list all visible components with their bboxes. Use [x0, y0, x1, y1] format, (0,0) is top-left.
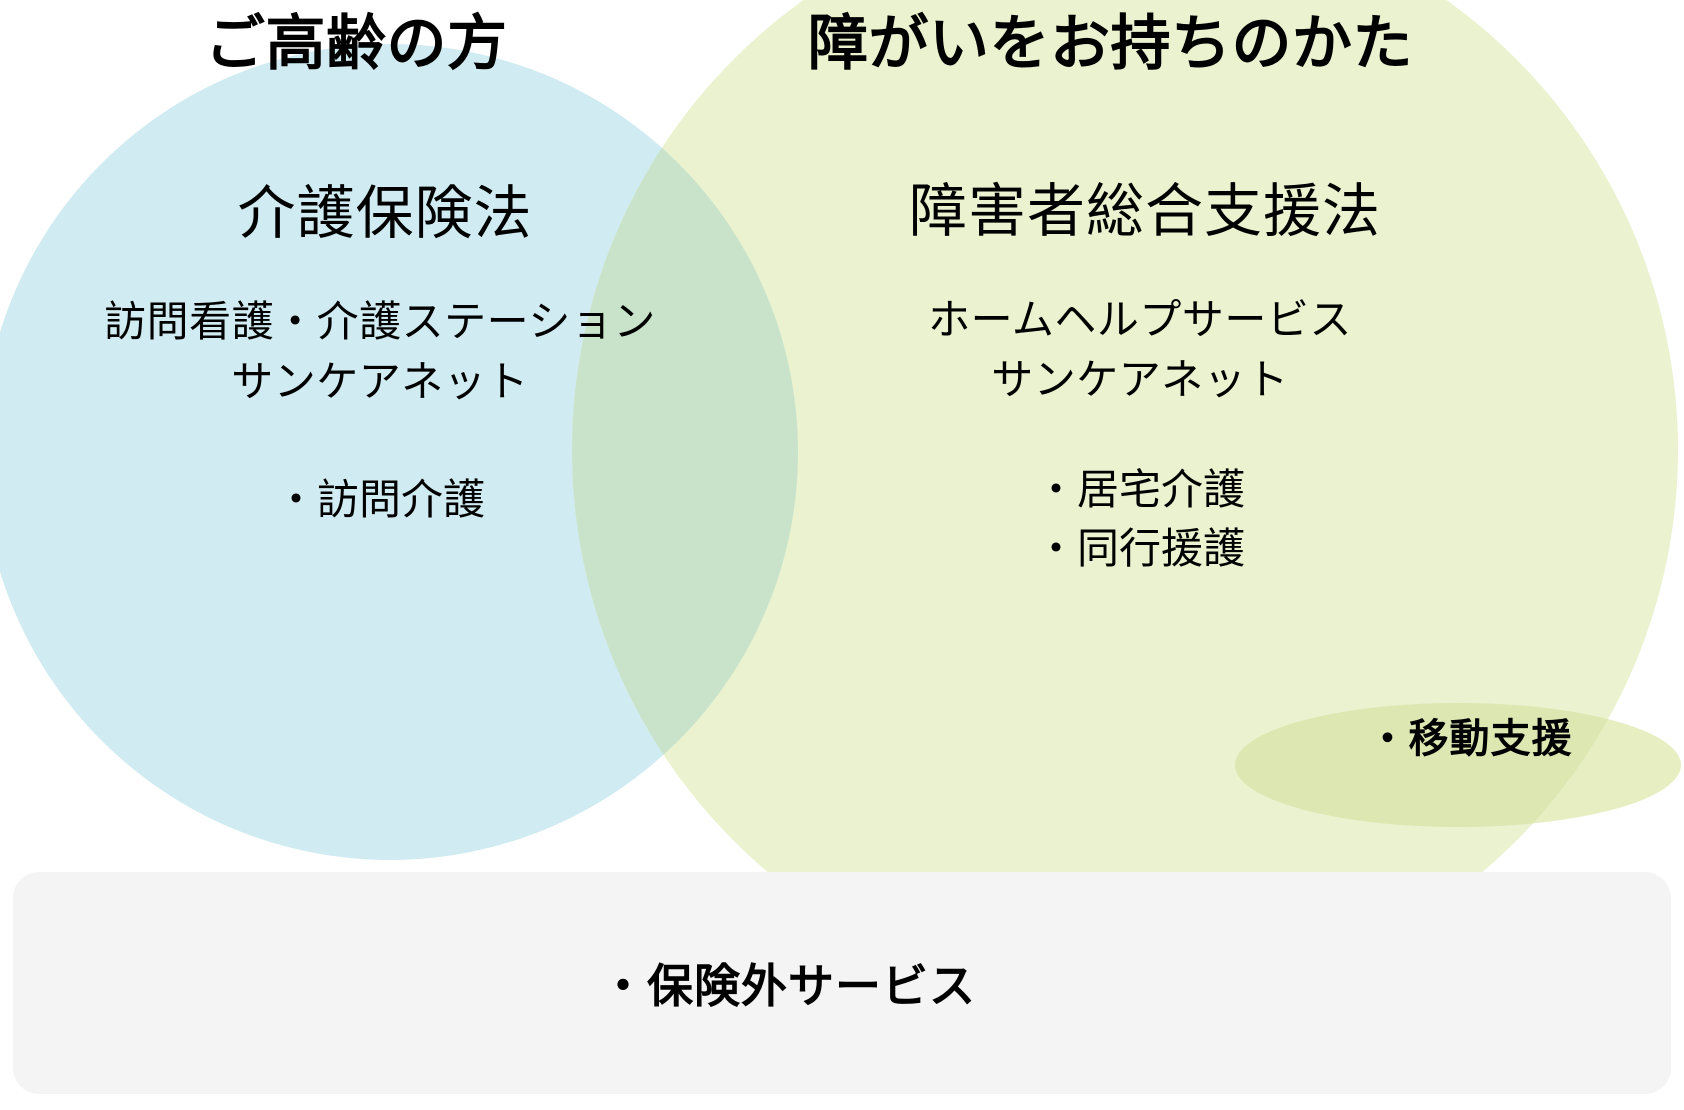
left-service-line: サンケアネット: [231, 358, 529, 406]
right-bullet-item: ・同行援護: [1034, 525, 1245, 573]
right-service-lines: ホームヘルプサービス サンケアネット: [790, 290, 1490, 409]
right-service-line: ホームヘルプサービス: [928, 296, 1352, 344]
left-circle-content: 介護保険法 訪問看護・介護ステーション サンケアネット ・訪問介護: [30, 180, 730, 529]
satellite-overlap-region: [1235, 703, 1678, 827]
right-bullet-item: ・居宅介護: [1034, 465, 1245, 513]
satellite-ellipse-label: ・移動支援: [1367, 717, 1573, 761]
left-service-lines: 訪問看護・介護ステーション サンケアネット: [30, 292, 730, 411]
left-bullet-list: ・訪問介護: [30, 470, 730, 530]
left-bullet-item: ・訪問介護: [274, 475, 485, 523]
right-law-heading: 障害者総合支援法: [908, 179, 1381, 244]
left-circle-title: ご高齢の方: [205, 10, 508, 77]
bottom-bar: ・保険外サービス: [13, 872, 1671, 1094]
right-circle-title: 障がいをお持ちのかた: [808, 10, 1413, 77]
left-service-line: 訪問看護・介護ステーション: [104, 298, 656, 346]
left-circle-shape: [0, 44, 798, 860]
right-bullet-list: ・居宅介護 ・同行援護: [790, 460, 1490, 579]
bottom-bar-label: ・保険外サービス: [600, 960, 976, 1012]
left-law-heading: 介護保険法: [237, 181, 533, 246]
right-service-line: サンケアネット: [991, 356, 1289, 404]
right-circle-content: 障害者総合支援法 ホームヘルプサービス サンケアネット ・居宅介護 ・同行援護: [790, 178, 1490, 579]
